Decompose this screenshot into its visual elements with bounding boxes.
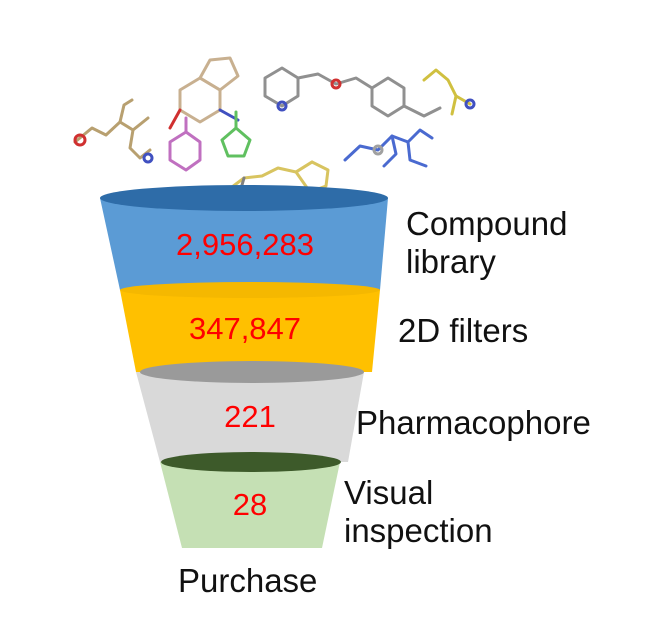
funnel-band-2 bbox=[120, 290, 380, 372]
molecule-icon bbox=[168, 56, 240, 130]
funnel-stage-2d-filters bbox=[120, 282, 380, 372]
stage-label-line: Pharmacophore bbox=[356, 404, 591, 441]
funnel-rim-2 bbox=[120, 282, 380, 298]
stage-label-compound-library: Compound library bbox=[406, 205, 567, 281]
molecule-icon bbox=[73, 98, 154, 164]
stage-count-pharmacophore: 221 bbox=[224, 399, 276, 434]
stage-label-line: 2D filters bbox=[398, 312, 529, 349]
funnel-stage-compound-library bbox=[100, 185, 388, 290]
molecule-icon bbox=[343, 128, 434, 168]
funnel-rim-4 bbox=[161, 452, 341, 472]
funnel-stage-visual-inspection bbox=[160, 452, 341, 548]
final-stage-label: Purchase bbox=[178, 562, 318, 599]
stage-label-line: inspection bbox=[344, 512, 493, 549]
stage-label-2d-filters: 2D filters bbox=[398, 312, 528, 350]
molecule-illustrations bbox=[73, 56, 476, 194]
molecule-icon bbox=[168, 116, 202, 172]
molecule-icon bbox=[220, 110, 252, 158]
stage-label-pharmacophore: Pharmacophore bbox=[356, 404, 591, 442]
molecule-icon bbox=[422, 68, 476, 116]
stage-count-compound-library: 2,956,283 bbox=[176, 227, 314, 262]
funnel-stage-pharmacophore bbox=[136, 361, 364, 462]
stage-count-visual-inspection: 28 bbox=[232, 487, 268, 522]
stage-label-line: library bbox=[406, 243, 496, 280]
funnel-band-4 bbox=[160, 462, 340, 548]
funnel-band-1 bbox=[100, 198, 388, 290]
funnel-rim-top bbox=[100, 185, 388, 211]
funnel-band-3 bbox=[136, 372, 364, 462]
stage-count-2d-filters: 347,847 bbox=[188, 311, 302, 346]
stage-label-line: Visual bbox=[344, 474, 434, 511]
stage-label-visual-inspection: Visual inspection bbox=[344, 474, 493, 550]
funnel-rim-3 bbox=[140, 361, 364, 383]
stage-label-line: Compound bbox=[406, 205, 568, 242]
molecule-icon bbox=[263, 66, 442, 118]
